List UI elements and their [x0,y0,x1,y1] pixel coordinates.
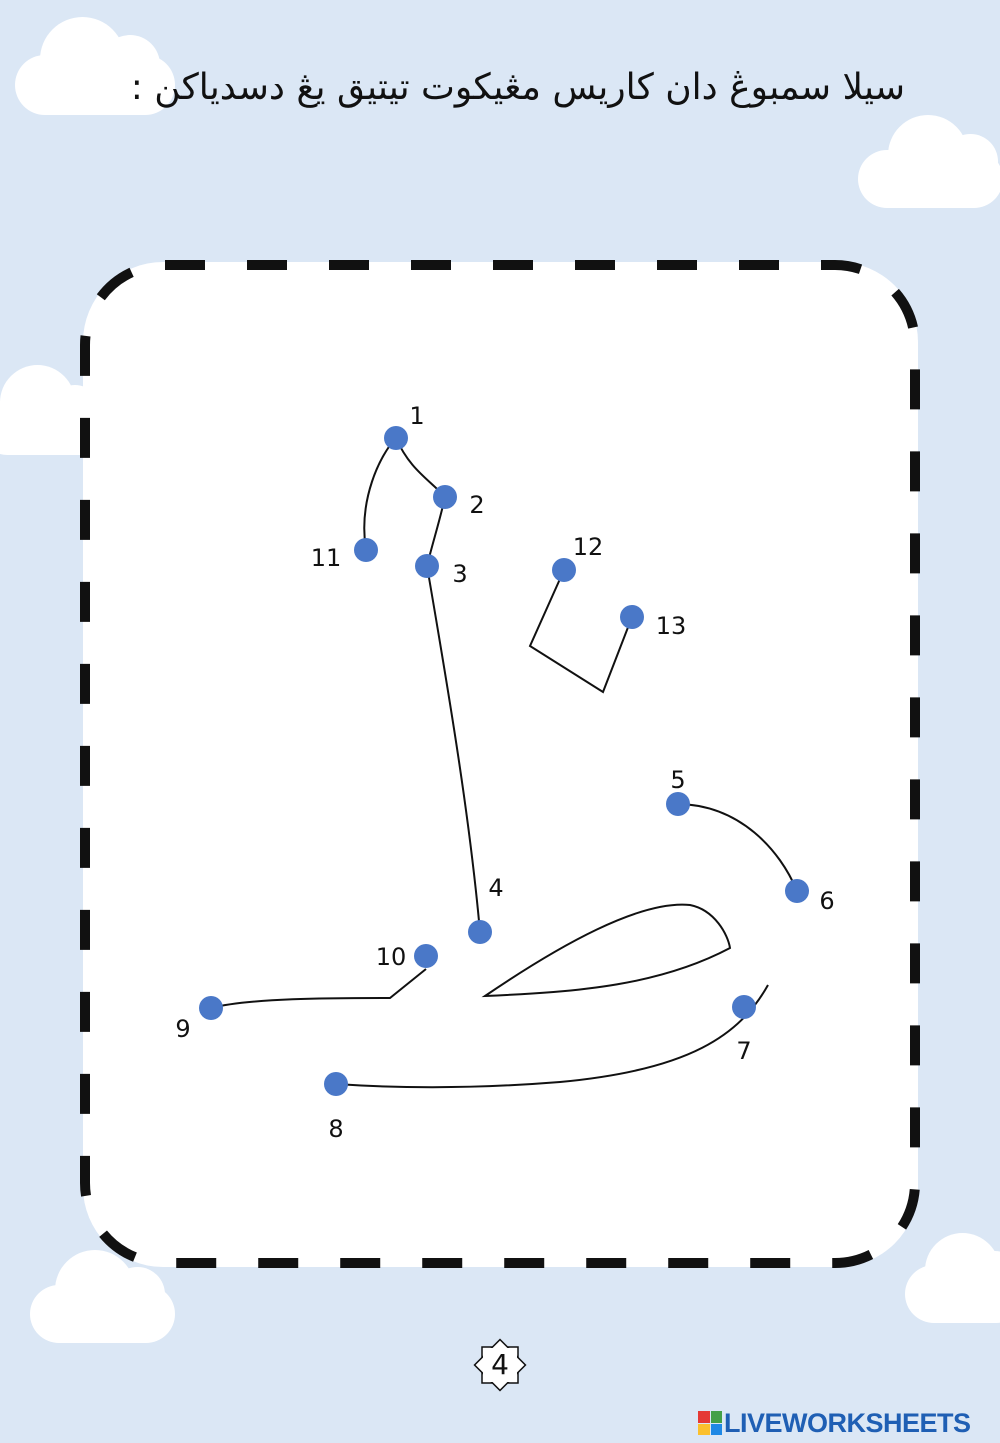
guide-line [481,903,732,998]
dot-label-4: 4 [488,874,503,902]
dot-12[interactable] [552,558,576,582]
cloud-decoration [905,1233,1000,1323]
dot-11[interactable] [354,538,378,562]
guide-line [677,803,798,892]
guide-line [363,437,397,551]
guide-line [528,569,633,694]
dot-4[interactable] [468,920,492,944]
dot-10[interactable] [414,944,438,968]
dot-9[interactable] [199,996,223,1020]
guide-line [426,565,481,933]
dot-5[interactable] [666,792,690,816]
dot-label-12: 12 [573,533,604,561]
dot-7[interactable] [732,995,756,1019]
brand-footer[interactable]: LIVEWORKSHEETS [698,1407,998,1439]
guide-line [335,984,769,1089]
dot-label-1: 1 [409,402,424,430]
dot-label-7: 7 [736,1037,751,1065]
brand-name: LIVEWORKSHEETS [724,1407,971,1438]
instruction-text: سيلا سمبوڠ دان كاريس مڠيكوت تيتيق يڠ دسد… [130,67,905,108]
dot-2[interactable] [433,485,457,509]
worksheet-panel [83,262,918,1267]
page-badge-icon [473,1338,527,1392]
dot-label-2: 2 [469,491,484,519]
brand-logo-icon [698,1411,722,1435]
dots-layer [199,426,809,1096]
dot-label-9: 9 [175,1015,190,1043]
dot-13[interactable] [620,605,644,629]
cloud-decoration [15,17,175,115]
dot-6[interactable] [785,879,809,903]
dot-label-8: 8 [328,1115,343,1143]
dot-label-3: 3 [452,560,467,588]
dot-3[interactable] [415,554,439,578]
dot-label-11: 11 [311,544,342,572]
dot-label-6: 6 [819,887,834,915]
page-number: 4 [491,1348,509,1381]
cloud-decoration [30,1250,175,1343]
dot-label-13: 13 [656,612,687,640]
dashed-border [80,260,920,1268]
guide-lines [210,437,798,1089]
cloud-decoration [858,115,1000,208]
dot-1[interactable] [384,426,408,450]
dot-label-10: 10 [376,943,407,971]
dot-label-5: 5 [670,766,685,794]
guide-line [210,968,427,1009]
dot-8[interactable] [324,1072,348,1096]
